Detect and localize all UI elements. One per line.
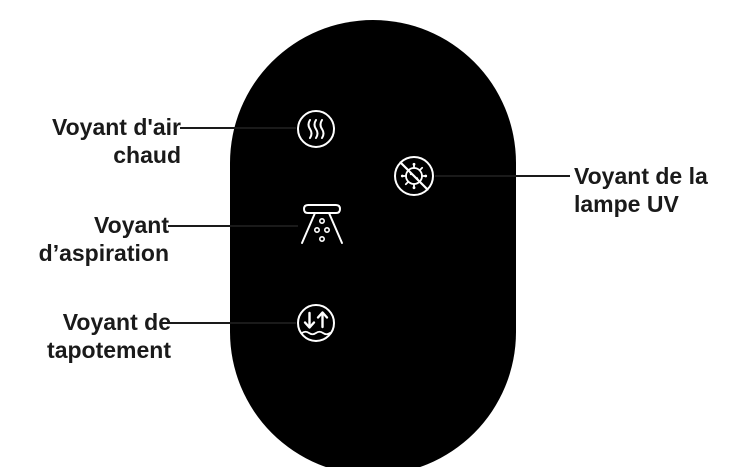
hot-air-label: Voyant d'air chaud [52, 113, 181, 169]
uv-lamp-indicator-icon [393, 155, 435, 197]
tapping-leader-line [170, 322, 296, 324]
hot-air-indicator-icon [296, 109, 336, 149]
hot-air-leader-line [180, 127, 296, 129]
uv-lamp-label-line-1: Voyant de la [574, 163, 708, 189]
tapping-indicator-icon [296, 303, 336, 343]
control-panel [230, 20, 516, 467]
suction-label-line-1: Voyant [94, 212, 169, 238]
hot-air-label-line-2: chaud [113, 142, 181, 168]
suction-label: Voyant d’aspiration [39, 211, 169, 267]
uv-lamp-label-line-2: lampe UV [574, 191, 679, 217]
tapping-label-line-1: Voyant de [62, 309, 171, 335]
suction-leader-line [168, 225, 298, 227]
suction-label-line-2: d’aspiration [38, 240, 169, 266]
uv-lamp-leader-line [435, 175, 570, 177]
uv-lamp-label: Voyant de la lampe UV [574, 162, 708, 218]
suction-indicator-icon [298, 201, 346, 249]
tapping-label-line-2: tapotement [47, 337, 171, 363]
hot-air-label-line-1: Voyant d'air [51, 114, 181, 140]
tapping-label: Voyant de tapotement [47, 308, 171, 364]
